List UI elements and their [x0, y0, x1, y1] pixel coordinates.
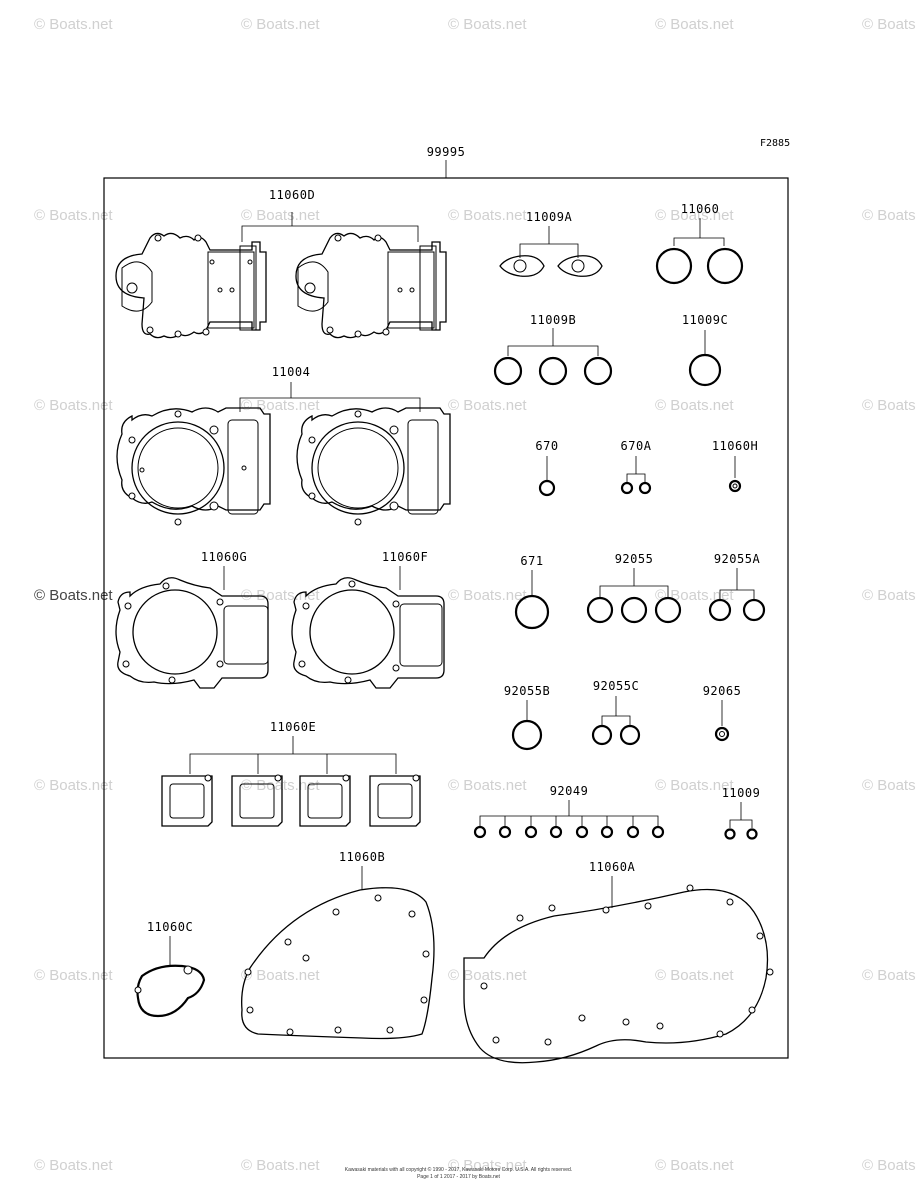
label-671[interactable]: 671: [520, 554, 544, 568]
washer-92065[interactable]: [714, 700, 730, 742]
label-11009B[interactable]: 11009B: [529, 313, 577, 327]
label-11060D[interactable]: 11060D: [268, 188, 316, 202]
label-92049[interactable]: 92049: [549, 784, 589, 798]
watermark: © Boats.net: [862, 397, 917, 414]
washer-11060H[interactable]: [728, 456, 742, 493]
gasket-11060D[interactable]: [115, 212, 447, 339]
figure-code: F2885: [760, 138, 791, 149]
watermark: © Boats.net: [448, 397, 527, 414]
watermark: © Boats.net: [448, 967, 527, 984]
gasket-11060G[interactable]: [115, 566, 269, 689]
oring-92055B[interactable]: [511, 700, 543, 751]
label-11060B[interactable]: 11060B: [338, 850, 386, 864]
watermark: © Boats.net: [448, 207, 527, 224]
label-11060[interactable]: 11060: [680, 202, 720, 216]
watermark: © Boats.net: [241, 967, 320, 984]
watermark: © Boats.net: [241, 1157, 320, 1174]
label-11060F[interactable]: 11060F: [381, 550, 429, 564]
watermark: © Boats.net: [655, 1157, 734, 1174]
label-11060C[interactable]: 11060C: [146, 920, 194, 934]
oring-670[interactable]: [538, 456, 556, 497]
gasket-11060A[interactable]: [463, 876, 774, 1064]
label-92055C[interactable]: 92055C: [592, 679, 640, 693]
watermark: © Boats.net: [655, 397, 734, 414]
watermark: © Boats.net: [448, 777, 527, 794]
watermark: © Boats.net: [655, 207, 734, 224]
oring-92055A[interactable]: [708, 568, 766, 622]
watermark: © Boats.net: [655, 967, 734, 984]
label-92055B[interactable]: 92055B: [503, 684, 551, 698]
watermark: © Boats.net: [34, 777, 113, 794]
oring-670A[interactable]: [620, 456, 652, 495]
watermark: © Boats.net: [241, 16, 320, 33]
watermark: © Boats.net: [448, 16, 527, 33]
gasket-11060E[interactable]: [161, 736, 421, 827]
watermark: © Boats.net: [241, 587, 320, 604]
watermark: © Boats.net: [862, 16, 917, 33]
oring-92055[interactable]: [586, 568, 682, 624]
watermark: © Boats.net: [862, 587, 917, 604]
label-11060E[interactable]: 11060E: [269, 720, 317, 734]
watermark: © Boats.net: [34, 16, 113, 33]
label-11060A[interactable]: 11060A: [588, 860, 636, 874]
oring-11009C[interactable]: [688, 330, 722, 387]
watermark: © Boats.net: [448, 1157, 527, 1174]
label-11004[interactable]: 11004: [271, 365, 311, 379]
watermark: © Boats.net: [34, 587, 113, 604]
label-92055A[interactable]: 92055A: [713, 552, 761, 566]
watermark: © Boats.net: [655, 777, 734, 794]
watermark: © Boats.net: [34, 207, 113, 224]
label-11009A[interactable]: 11009A: [525, 210, 573, 224]
oring-11060[interactable]: [655, 218, 744, 285]
gasket-11060F[interactable]: [291, 566, 445, 689]
gasket-11060C[interactable]: [134, 936, 206, 1018]
label-11060H[interactable]: 11060H: [711, 439, 759, 453]
oring-92055C[interactable]: [591, 696, 641, 746]
label-670A[interactable]: 670A: [620, 439, 652, 453]
copyright-line: Kawasaki materials with all copyright © …: [344, 1167, 573, 1173]
watermark: © Boats.net: [34, 1157, 113, 1174]
copyright-line-2: Page 1 of 1 2017 - 2017 by Boats.net: [417, 1174, 500, 1180]
watermark: © Boats.net: [241, 207, 320, 224]
watermark: © Boats.net: [448, 587, 527, 604]
label-92065[interactable]: 92065: [702, 684, 742, 698]
watermark: © Boats.net: [34, 397, 113, 414]
watermark: © Boats.net: [862, 777, 917, 794]
washer-11009[interactable]: [724, 802, 758, 840]
watermark: © Boats.net: [862, 1157, 917, 1174]
oring-11009B[interactable]: [493, 328, 613, 386]
watermark: © Boats.net: [655, 16, 734, 33]
label-11060G[interactable]: 11060G: [200, 550, 248, 564]
label-670[interactable]: 670: [535, 439, 559, 453]
watermark: © Boats.net: [862, 967, 917, 984]
label-92055[interactable]: 92055: [614, 552, 654, 566]
watermark: © Boats.net: [34, 967, 113, 984]
oring-671[interactable]: [514, 570, 550, 630]
watermark: © Boats.net: [862, 207, 917, 224]
label-11009[interactable]: 11009: [721, 786, 761, 800]
label-11009C[interactable]: 11009C: [681, 313, 729, 327]
gasket-11004[interactable]: [116, 382, 451, 526]
washer-92049[interactable]: [473, 800, 665, 839]
gasket-11060B[interactable]: [241, 866, 435, 1040]
gasket-11009A[interactable]: [499, 226, 603, 277]
label-99995[interactable]: 99995: [426, 145, 466, 159]
